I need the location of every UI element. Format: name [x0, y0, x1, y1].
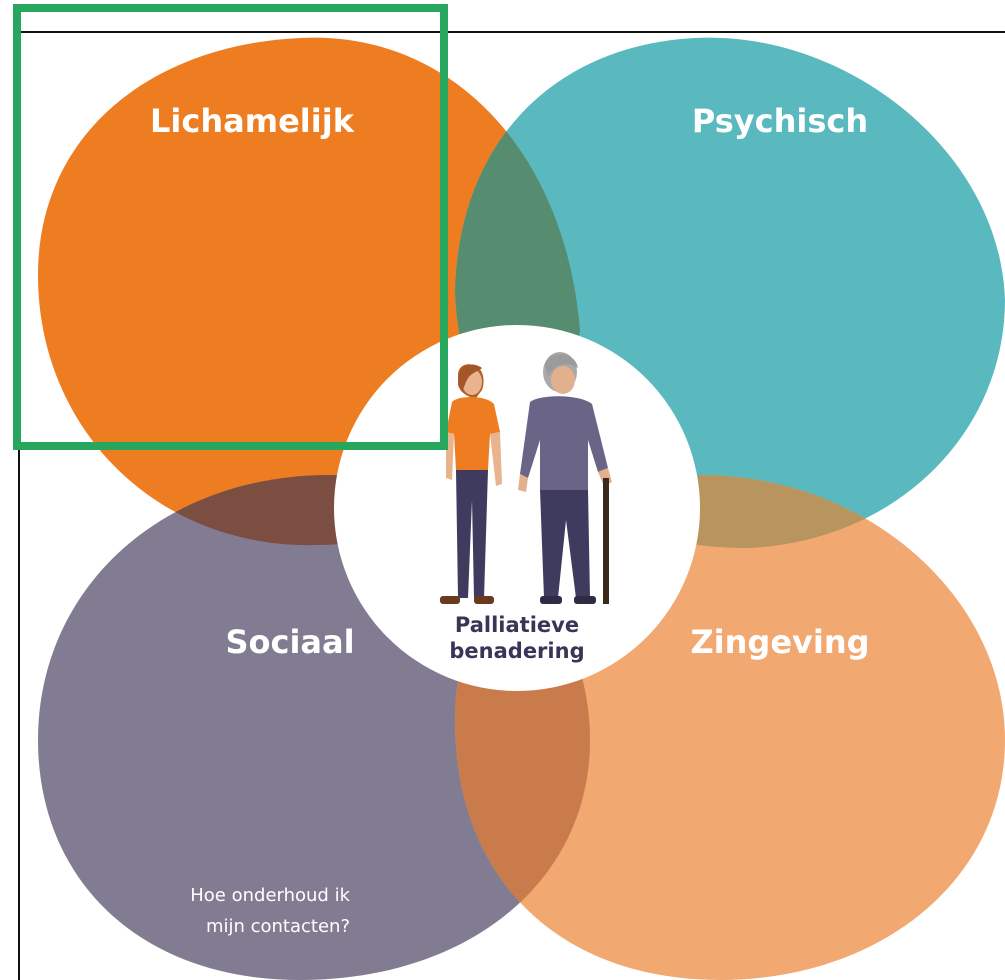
lichamelijk-label: Lichamelijk: [150, 102, 355, 140]
center-title-line1: Palliatieve: [455, 613, 579, 637]
sociaal-note-line1: Hoe onderhoud ik: [190, 885, 350, 906]
psychisch-label: Psychisch: [692, 102, 868, 140]
sociaal-note-line2: mijn contacten?: [206, 916, 350, 937]
frame-left-line: [18, 31, 20, 980]
elderly-man-figure-icon: [518, 352, 612, 604]
center-title-line2: benadering: [449, 639, 584, 663]
zingeving-label: Zingeving: [690, 623, 869, 661]
sociaal-label: Sociaal: [225, 623, 354, 661]
frame-top-line: [20, 31, 1005, 33]
highlight-box: [13, 4, 448, 450]
woman-figure-icon: [440, 364, 502, 604]
